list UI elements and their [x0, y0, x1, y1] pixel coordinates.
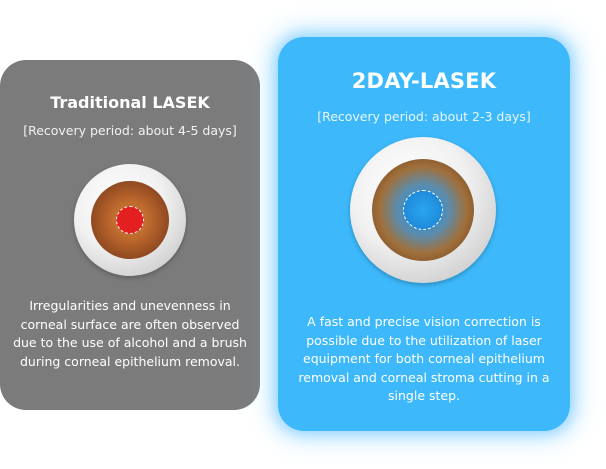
red-treatment-spot-icon [116, 206, 144, 234]
traditional-lasek-card: Traditional LASEK [Recovery period: abou… [0, 60, 260, 410]
traditional-description: Irregularities and unevenness in corneal… [13, 298, 247, 369]
2day-recovery-period: [Recovery period: about 2-3 days] [317, 109, 531, 124]
blue-treatment-spot-icon [403, 190, 443, 230]
brown-eye-icon [74, 164, 186, 276]
traditional-title: Traditional LASEK [50, 93, 210, 112]
2day-title: 2DAY-LASEK [351, 69, 497, 93]
blue-eye-icon [350, 137, 496, 283]
2day-description: A fast and precise vision correction is … [298, 314, 550, 403]
2day-lasek-card: 2DAY-LASEK [Recovery period: about 2-3 d… [278, 37, 570, 431]
traditional-recovery-period: [Recovery period: about 4-5 days] [23, 123, 237, 138]
